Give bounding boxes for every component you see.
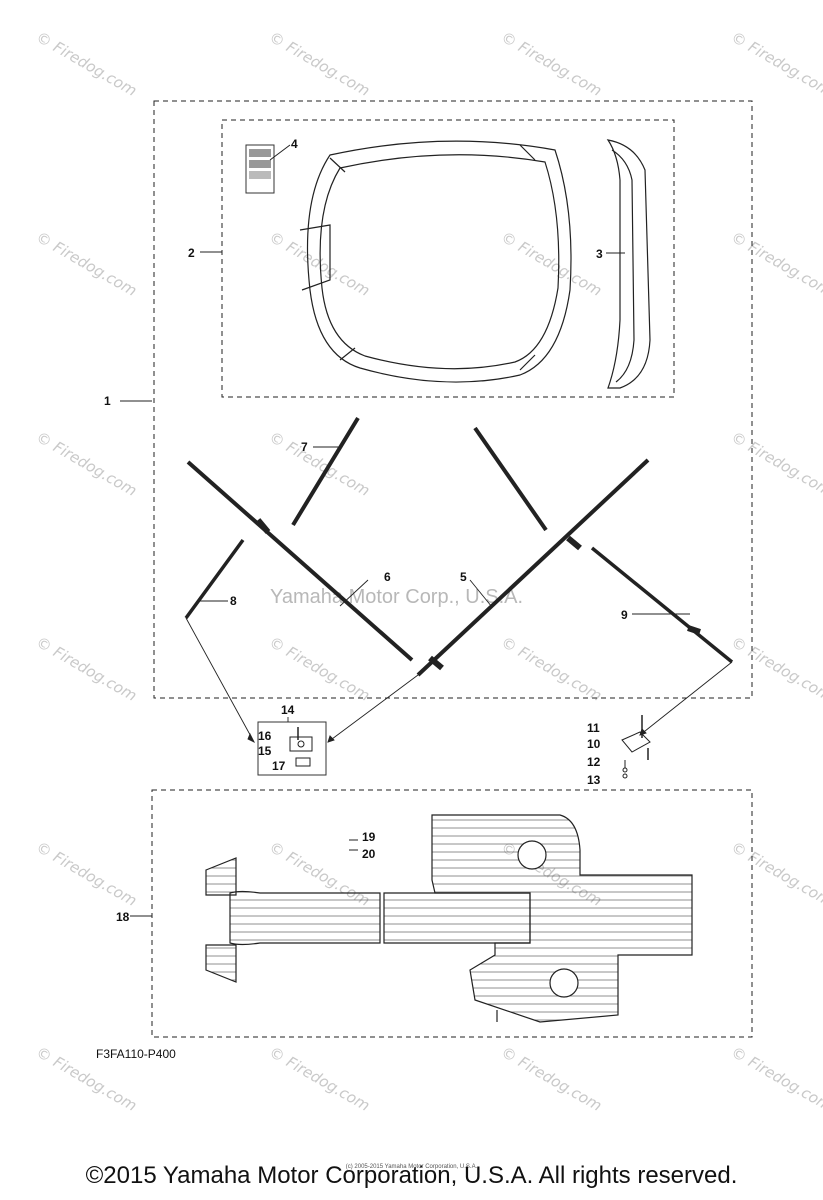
group-box-18 [151,789,753,1038]
watermark: © Firedog.com [266,428,373,500]
part-7-pole [291,416,360,527]
watermark: © Firedog.com [498,633,605,705]
group-box-2-3-4 [221,119,675,398]
part-3-side-panel [606,139,651,389]
part-10-bracket [621,715,651,779]
watermark: © Firedog.com [266,633,373,705]
callout-7: 7 [301,440,308,454]
callout-2: 2 [188,246,195,260]
part-4-label-sticker [245,144,291,194]
group-box-1 [153,100,753,699]
part-6-pole [186,460,414,662]
callout-10: 10 [587,737,601,751]
part-19-20-clip [349,839,358,851]
watermark: © Firedog.com [33,428,140,500]
part-8-pole [184,538,245,620]
callout-17: 17 [272,759,286,773]
watermark: © Firedog.com [728,1043,823,1115]
callout-4: 4 [291,137,298,151]
watermark: © Firedog.com [266,228,373,300]
leader-lines [185,617,733,744]
diagram-code: F3FA110-P400 [96,1047,176,1061]
watermark: © Firedog.com [266,28,373,100]
watermark: © Firedog.com [728,838,823,910]
part-14-hardware-kit [257,721,327,776]
watermark: © Firedog.com [33,633,140,705]
center-watermark: Yamaha Motor Corp., U.S.A. [270,586,523,608]
part-11-pole [473,426,548,532]
callout-19: 19 [362,830,376,844]
callout-13: 13 [587,773,601,787]
callout-11: 11 [587,721,600,735]
callouts: 1 2 3 4 5 6 7 8 9 10 11 12 13 14 15 16 1… [104,137,628,924]
part-18-deck-mat [205,814,693,1023]
watermark: © Firedog.com [33,838,140,910]
callout-5: 5 [460,570,467,584]
callout-16: 16 [258,729,272,743]
watermark: © Firedog.com [728,228,823,300]
callout-8: 8 [230,594,237,608]
callout-14: 14 [281,703,295,717]
watermark: © Firedog.com [498,28,605,100]
part-2-canopy-cover [299,140,572,383]
callout-15: 15 [258,744,272,758]
frame-poles [184,416,734,677]
watermark: © Firedog.com [33,228,140,300]
watermark: © Firedog.com [498,1043,605,1115]
watermark: © Firedog.com [498,228,605,300]
callout-18: 18 [116,910,130,924]
watermark: © Firedog.com [728,633,823,705]
callout-1: 1 [104,394,111,408]
copyright-footer: ©2015 Yamaha Motor Corporation, U.S.A. A… [85,1162,738,1189]
small-copyright: (c) 2005-2015 Yamaha Motor Corporation, … [345,1164,478,1170]
watermark: © Firedog.com [33,28,140,100]
watermark: © Firedog.com [728,28,823,100]
watermark: © Firedog.com [266,1043,373,1115]
watermark: © Firedog.com [728,428,823,500]
callout-9: 9 [621,608,628,622]
callout-3: 3 [596,247,603,261]
callout-leaders [120,251,690,917]
callout-6: 6 [384,570,391,584]
callout-20: 20 [362,847,376,861]
part-5-pole [416,458,650,677]
callout-12: 12 [587,755,601,769]
part-9-pole [590,546,734,664]
